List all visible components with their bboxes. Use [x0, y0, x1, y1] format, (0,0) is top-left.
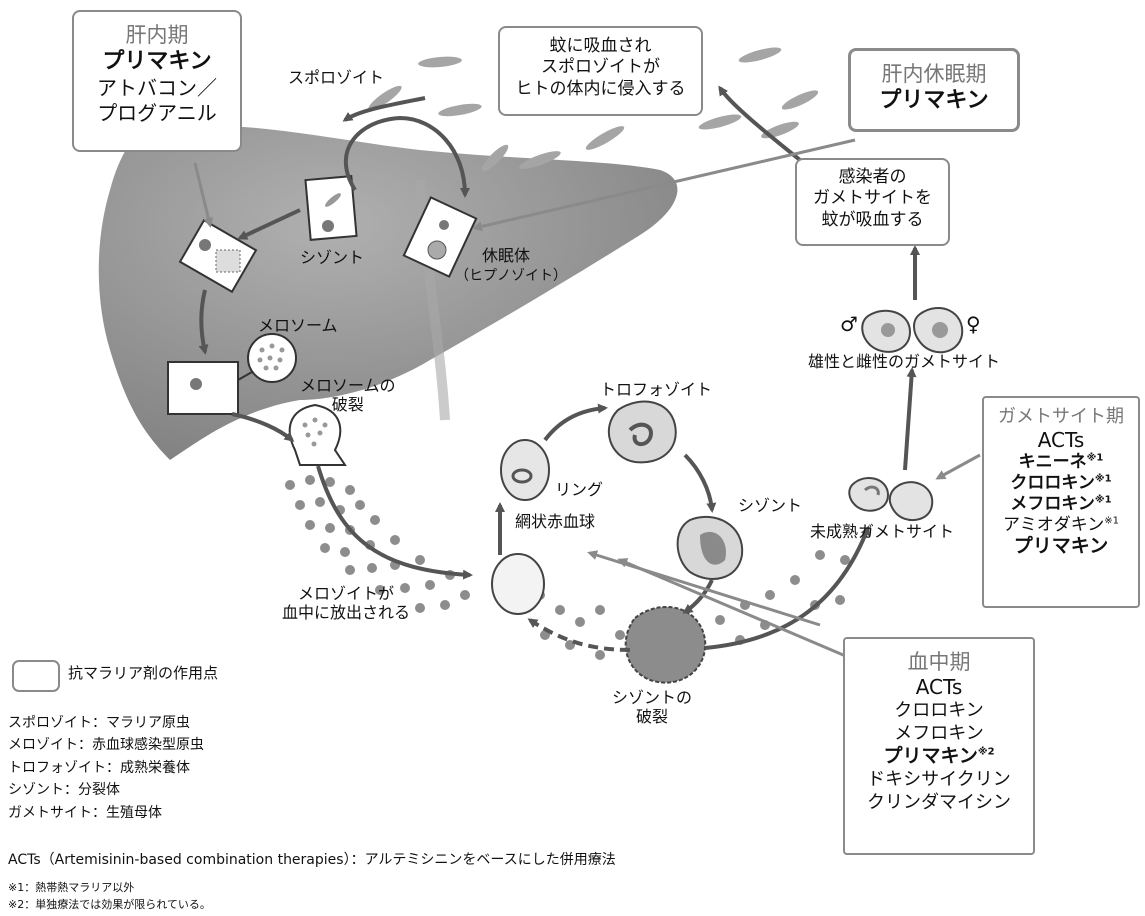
mosquito-bite-line: スポロゾイトが — [541, 57, 660, 78]
drug-atovaquone: アトバコン／ — [97, 75, 217, 100]
drug-clindamycin: クリンダマイシン — [867, 791, 1011, 813]
mosquito-feed-line: 感染者の — [838, 167, 907, 187]
liver-stage-title: 肝内期 — [125, 23, 189, 47]
definition-item: スポロゾイト：マラリア原虫 — [8, 715, 190, 731]
drug-amodiaquine: アミオダキン※1 — [1003, 514, 1119, 535]
schizont-rupture-cell — [624, 605, 707, 684]
definition-item: トロフォゾイト：成熟栄養体 — [8, 759, 190, 776]
footnote-2: ※2：単独療法では効果が限られている。 — [8, 897, 211, 911]
drug-chloroquine: クロロキン※1 — [1010, 473, 1112, 494]
label-trophozoite: トロフォゾイト — [600, 380, 713, 399]
liver-cell-hypnozoite — [402, 196, 478, 278]
drug-doxycycline: ドキシサイクリン — [867, 769, 1011, 790]
mosquito-feed-line: ガメトサイトを — [813, 188, 932, 209]
drug-quinine: キニーネ※1 — [1018, 452, 1104, 473]
label-merosome-rupture: メロソームの破裂 — [300, 376, 396, 415]
reticulocyte-cell — [491, 553, 545, 615]
gametocyte-stage-title: ガメトサイト期 — [998, 406, 1124, 427]
schizont-cell — [676, 515, 744, 580]
label-sporozoite: スポロゾイト — [288, 68, 385, 87]
acts-definition: ACTs（Artemisinin-based combination thera… — [8, 852, 616, 868]
legend-box-label: 抗マラリア剤の作用点 — [68, 664, 219, 682]
female-symbol-icon: ♀ — [966, 312, 981, 336]
immature-gametocyte-cells — [848, 476, 934, 521]
merozoite-cells — [285, 475, 850, 660]
drug-mefloquine: メフロキン — [894, 722, 984, 744]
drug-acts: ACTs — [1037, 427, 1085, 452]
drug-primaquine: プリマキン — [1013, 535, 1109, 558]
blood-stage-title: 血中期 — [907, 650, 971, 674]
liver-stage-box: 肝内期 プリマキン アトバコン／ プログアニル — [72, 10, 242, 152]
label-schizont-blood: シゾント — [738, 496, 803, 515]
label-ring: リング — [555, 480, 604, 499]
drug-primaquine: プリマキン — [879, 88, 989, 114]
mosquito-bite-line: 蚊に吸血され — [549, 36, 652, 56]
drug-chloroquine: クロロキン — [894, 700, 984, 722]
footnote-1: ※1：熱帯熱マラリア以外 — [8, 881, 135, 894]
label-reticulocyte: 網状赤血球 — [515, 512, 596, 531]
male-symbol-icon: ♂ — [840, 312, 858, 336]
definition-item: メロゾイト：赤血球感染型原虫 — [8, 737, 204, 754]
drug-primaquine: プリマキン — [102, 49, 212, 75]
label-immature-gametocyte: 未成熟ガメトサイト — [810, 522, 955, 541]
liver-cell-sporozoite — [304, 175, 358, 241]
merosome-rupture — [288, 403, 347, 466]
mosquito-feed-box: 感染者の ガメトサイトを 蚊が吸血する — [795, 158, 950, 246]
mosquito-feed-line: 蚊が吸血する — [821, 209, 924, 230]
label-hypnozoite: 休眠体 — [482, 246, 531, 265]
definitions-list: スポロゾイト：マラリア原虫 メロゾイト：赤血球感染型原虫 トロフォゾイト：成熟栄… — [8, 712, 204, 824]
trophozoite-cell — [608, 400, 677, 464]
gametocyte-stage-box: ガメトサイト期 ACTs キニーネ※1 クロロキン※1 メフロキン※1 アミオダ… — [982, 396, 1140, 608]
liver-cell-merosome — [167, 333, 297, 415]
drug-mefloquine: メフロキン※1 — [1010, 493, 1112, 514]
ring-cell — [500, 439, 550, 501]
label-merozoite-release: メロゾイトが血中に放出される — [282, 584, 411, 623]
liver-cell-schizont — [178, 218, 258, 294]
mosquito-bite-line: ヒトの体内に侵入する — [515, 78, 686, 99]
footnotes: ※1：熱帯熱マラリア以外 ※2：単独療法では効果が限られている。 — [8, 880, 211, 913]
label-merosome: メロソーム — [258, 316, 338, 335]
gametocyte-cells — [861, 307, 964, 354]
label-male-female-gametocyte: 雄性と雌性のガメトサイト — [808, 352, 1001, 371]
definition-item: ガメトサイト：生殖母体 — [8, 804, 162, 821]
definition-item: シゾント：分裂体 — [8, 782, 120, 799]
drug-primaquine: プリマキン※2 — [883, 745, 995, 768]
legend-box-sample — [12, 660, 60, 692]
label-schizont-liver: シゾント — [300, 248, 365, 267]
dormant-stage-box: 肝内休眠期 プリマキン — [848, 48, 1020, 132]
dormant-stage-title: 肝内休眠期 — [881, 62, 987, 86]
blood-stage-box: 血中期 ACTs クロロキン メフロキン プリマキン※2 ドキシサイクリン クリ… — [843, 637, 1035, 855]
drug-acts: ACTs — [915, 675, 963, 700]
mosquito-bite-box: 蚊に吸血され スポロゾイトが ヒトの体内に侵入する — [498, 26, 703, 116]
drug-proguanil: プログアニル — [97, 100, 217, 125]
label-hypnozoite-sub: （ヒプノゾイト） — [455, 268, 567, 284]
label-schizont-rupture: シゾントの破裂 — [612, 688, 693, 727]
